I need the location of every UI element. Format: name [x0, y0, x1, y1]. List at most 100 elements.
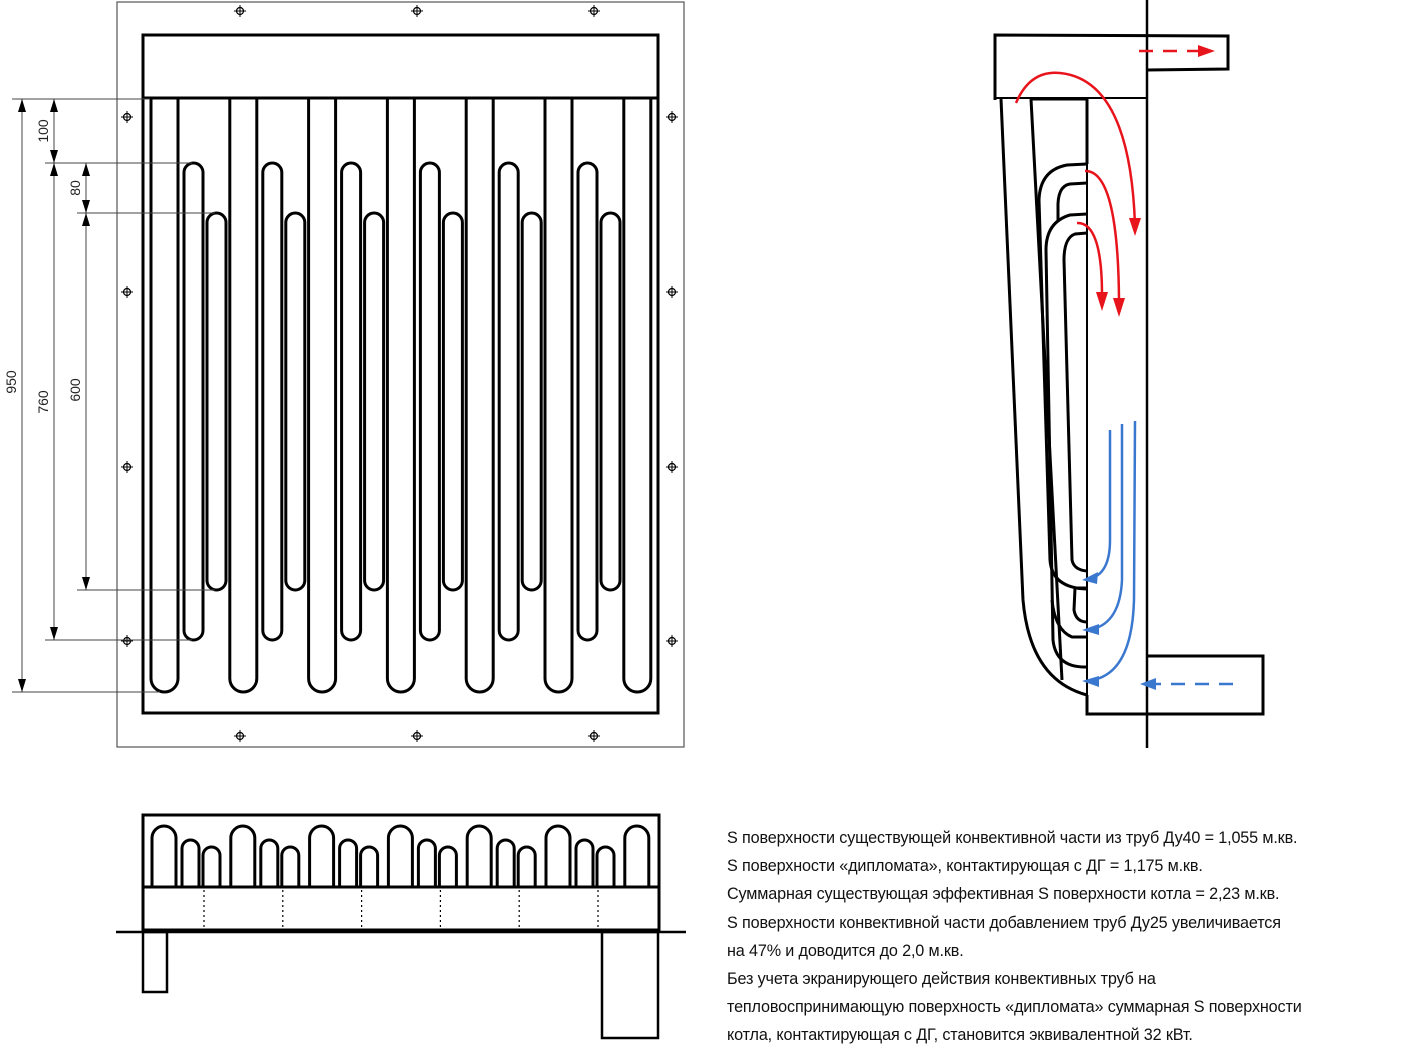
bottom-collector — [1085, 654, 1265, 716]
plan-arch-small — [359, 845, 380, 887]
plan-arch-large — [229, 824, 257, 887]
outer-body — [999, 98, 1088, 697]
cold-flow-arrow-3 — [1092, 420, 1137, 682]
mount-holes — [121, 5, 678, 742]
note-line: S поверхности конвективной части добавле… — [727, 913, 1281, 932]
long-tube — [543, 99, 574, 694]
cold-arrowhead-3 — [1082, 676, 1099, 687]
hot-flow-arrow-2 — [1084, 169, 1121, 301]
cold-flow — [1091, 420, 1233, 686]
plan-arch-large — [465, 824, 493, 887]
notes-block: S поверхности существующей конвективной … — [727, 824, 1407, 1050]
plan-arch-large — [623, 824, 651, 887]
short-tube-lower — [363, 211, 386, 592]
side-section-view — [993, 0, 1265, 748]
dim-label-760: 760 — [35, 390, 51, 414]
dimension-arrows — [18, 99, 90, 692]
mount-hole-icon — [121, 461, 133, 473]
cold-flow-arrow-2 — [1092, 424, 1124, 631]
short-tube-upper — [497, 161, 520, 642]
dim-label-100: 100 — [35, 119, 51, 143]
hot-arrowhead-2 — [1113, 298, 1125, 317]
long-tube — [385, 99, 416, 694]
short-tube-lower — [441, 211, 464, 592]
plan-arch-small — [201, 845, 222, 887]
mount-hole-icon — [234, 730, 246, 742]
note-line: S поверхности существующей конвективной … — [727, 829, 1298, 847]
hot-arrowhead-exit — [1198, 45, 1215, 57]
tube-bend-1 — [1037, 162, 1088, 591]
short-tube-lower — [284, 211, 307, 592]
short-tube-upper — [418, 161, 441, 642]
plan-dotted-dividers — [203, 890, 599, 930]
plan-arch-medium — [180, 838, 201, 887]
right-leg — [600, 930, 660, 1040]
plan-arch-medium — [259, 838, 280, 887]
mount-hole-icon — [666, 635, 678, 647]
short-tube-upper — [576, 161, 599, 642]
tube-bend-6 — [1050, 599, 1087, 639]
tube-bank — [149, 99, 653, 694]
tube-bend-2 — [1056, 181, 1088, 222]
note-line: котла, контактирующая с ДГ, становится э… — [727, 1026, 1193, 1045]
note-line: тепловоспринимающую поверхность «диплома… — [727, 998, 1302, 1017]
outer-frame — [116, 1, 685, 748]
mount-hole-icon — [588, 5, 600, 17]
tube-bend-5 — [1072, 586, 1088, 624]
hot-flow-main-arrow — [1014, 71, 1137, 226]
plan-tube-bank — [150, 824, 651, 887]
hot-arrowhead-3 — [1096, 292, 1108, 311]
mount-hole-icon — [121, 111, 133, 123]
plan-arch-large — [386, 824, 414, 887]
top-collector — [993, 33, 1230, 100]
cold-arrowhead-inlet — [1140, 678, 1156, 690]
plan-arch-medium — [416, 838, 437, 887]
cold-flow-arrow-1 — [1091, 430, 1112, 580]
long-tube — [622, 99, 653, 694]
plan-arch-large — [544, 824, 572, 887]
inner-frame — [141, 33, 660, 715]
mount-hole-icon — [411, 730, 423, 742]
mount-hole-icon — [234, 5, 246, 17]
inner-body — [1031, 97, 1089, 164]
note-line: Суммарная существующая эффективная S пов… — [727, 885, 1280, 904]
left-leg — [141, 930, 169, 994]
cold-arrowhead-2 — [1082, 624, 1099, 635]
dim-label-950: 950 — [3, 370, 19, 394]
plan-arch-small — [516, 845, 537, 887]
short-tube-upper — [340, 161, 363, 642]
long-tube — [228, 99, 259, 694]
short-tube-lower — [205, 211, 228, 592]
mount-hole-icon — [121, 286, 133, 298]
note-line: на 47% и доводится до 2,0 м.кв. — [727, 941, 964, 960]
dim-label-600: 600 — [67, 378, 83, 402]
plan-arch-small — [595, 845, 616, 887]
hot-gas-flow — [1014, 49, 1205, 301]
plan-arch-medium — [338, 838, 359, 887]
plan-arch-small — [280, 845, 301, 887]
long-tube — [464, 99, 495, 694]
hot-flow-arrow-3 — [1076, 221, 1104, 296]
short-tube-upper — [182, 161, 205, 642]
long-tube — [149, 99, 180, 694]
cold-arrowhead-1 — [1082, 572, 1098, 584]
front-view: 950 100 760 80 600 — [3, 1, 685, 748]
short-tube-upper — [261, 161, 284, 642]
tube-bend-4 — [1062, 231, 1088, 573]
dim-label-80: 80 — [67, 180, 83, 196]
note-line: S поверхности «дипломата», контактирующа… — [727, 857, 1203, 876]
dimension-lines — [12, 98, 215, 693]
plan-frame — [141, 813, 661, 932]
plan-arch-large — [150, 824, 178, 887]
plan-arch-medium — [495, 838, 516, 887]
long-tube — [307, 99, 338, 694]
short-tube-lower — [599, 211, 622, 592]
plan-arch-large — [308, 824, 336, 887]
note-line: Без учета экранирующего действия конвект… — [727, 970, 1156, 989]
mount-hole-icon — [666, 111, 678, 123]
plan-view — [116, 813, 686, 1040]
plan-arch-small — [437, 845, 458, 887]
mount-hole-icon — [588, 730, 600, 742]
mount-hole-icon — [666, 461, 678, 473]
